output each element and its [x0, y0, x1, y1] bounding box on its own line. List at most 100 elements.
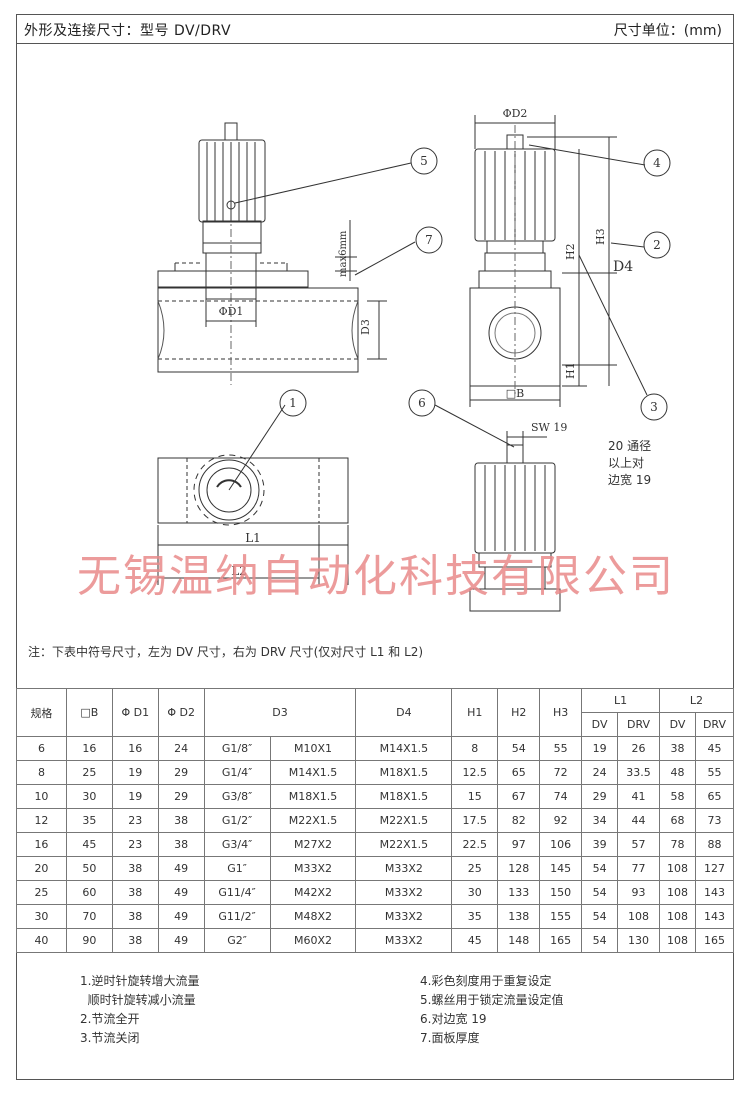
table-cell: 155 [539, 904, 583, 929]
top-body [157, 457, 349, 524]
dim-l2: L2 [231, 564, 247, 578]
dim-l1: L1 [245, 531, 261, 545]
table-cell: 65 [497, 760, 541, 785]
header-spec: 规格 [16, 688, 67, 737]
table-cell: 60 [65, 880, 113, 905]
callout-5-label: 5 [420, 154, 428, 168]
header-d3: D3 [203, 688, 357, 737]
table-cell: M33X2 [355, 928, 453, 953]
table-cell: 38 [111, 928, 159, 953]
unit-label: 尺寸单位：(mm) [613, 23, 722, 39]
table-cell: 45 [451, 928, 499, 953]
table-cell: G3/8″ [203, 784, 271, 809]
table-cell: G3/4″ [203, 832, 271, 857]
header-l2-dv: DV [659, 712, 696, 737]
legend-item: 4.彩色刻度用于重复设定 [420, 974, 552, 988]
table-cell: 148 [497, 928, 541, 953]
header-d2: Φ D2 [157, 688, 205, 737]
table-cell: 38 [659, 736, 696, 761]
header-b: □B [65, 688, 113, 737]
legend-item: 6.对边宽 19 [420, 1012, 487, 1026]
header-h3: H3 [539, 688, 583, 737]
table-cell: 29 [157, 784, 205, 809]
top-view [157, 389, 349, 585]
table-cell: 49 [157, 856, 205, 881]
lock-screw-icon [226, 200, 236, 210]
table-cell: M33X2 [269, 856, 357, 881]
table-cell: 128 [497, 856, 541, 881]
table-cell: 16 [16, 832, 67, 857]
page-title: 外形及连接尺寸：型号 DV/DRV [24, 23, 232, 39]
table-cell: 130 [617, 928, 660, 953]
table-cell: G1/4″ [203, 760, 271, 785]
table-cell: M33X2 [355, 904, 453, 929]
table-cell: 108 [659, 880, 696, 905]
dim-d2: ΦD2 [503, 107, 528, 120]
table-cell: 10 [16, 784, 67, 809]
table-cell: 55 [539, 736, 583, 761]
header-l2: L2 [659, 688, 734, 713]
table-cell: 38 [157, 832, 205, 857]
table-cell: 45 [65, 832, 113, 857]
table-cell: 6 [16, 736, 67, 761]
table-cell: G1/8″ [203, 736, 271, 761]
table-cell: 16 [65, 736, 113, 761]
table-cell: M22X1.5 [355, 832, 453, 857]
callout-6-label: 6 [418, 396, 426, 410]
table-cell: M14X1.5 [355, 736, 453, 761]
legend-item: 7.面板厚度 [420, 1031, 480, 1045]
callout-1 [279, 389, 307, 417]
table-cell: 90 [65, 928, 113, 953]
table-cell: G11/2″ [203, 904, 271, 929]
table-cell: 50 [65, 856, 113, 881]
legend-item: 2.节流全开 [80, 1012, 140, 1026]
callout-6 [408, 389, 436, 417]
table-cell: 54 [581, 904, 619, 929]
table-cell: 54 [497, 736, 541, 761]
table-cell: M60X2 [269, 928, 357, 953]
table-cell: 35 [65, 808, 113, 833]
table-cell: 72 [539, 760, 583, 785]
callout-4 [643, 149, 671, 177]
table-cell: 12 [16, 808, 67, 833]
table-cell: M22X1.5 [269, 808, 357, 833]
dim-h2: H2 [564, 243, 577, 260]
table-cell: 165 [694, 928, 735, 953]
table-cell: 17.5 [451, 808, 499, 833]
table-cell: 54 [581, 880, 619, 905]
table-cell: 38 [157, 808, 205, 833]
table-cell: 106 [539, 832, 583, 857]
dim-max6: max6mm [338, 230, 349, 277]
table-cell: 68 [659, 808, 696, 833]
table-cell: 29 [157, 760, 205, 785]
table-cell: 133 [497, 880, 541, 905]
table-cell: 127 [694, 856, 735, 881]
table-cell: 143 [694, 880, 735, 905]
table-cell: M27X2 [269, 832, 357, 857]
header-l2-drv: DRV [694, 712, 735, 737]
table-cell: 20 [16, 856, 67, 881]
callout-2-label: 2 [653, 238, 661, 252]
technical-drawing: 1 2 3 4 5 6 7 ΦD1 ΦD2 D3 D4 H1 H2 H3 □B … [157, 107, 671, 612]
table-cell: 41 [617, 784, 660, 809]
sw-view [408, 389, 561, 612]
table-cell: 24 [157, 736, 205, 761]
table-note: 注：下表中符号尺寸，左为 DV 尺寸，右为 DRV 尺寸(仅对尺寸 L1 和 L… [28, 645, 424, 659]
table-cell: M18X1.5 [269, 784, 357, 809]
table-cell: 12.5 [451, 760, 499, 785]
table-cell: 16 [111, 736, 159, 761]
legend-notes: 1.逆时针旋转增大流量 顺时针旋转减小流量 2.节流全开 3.节流关闭 4.彩色… [16, 958, 734, 1080]
table-cell: M33X2 [355, 880, 453, 905]
table-cell: 49 [157, 880, 205, 905]
table-cell: 108 [659, 904, 696, 929]
front-view [157, 122, 443, 385]
table-cell: 19 [581, 736, 619, 761]
header-l1-drv: DRV [617, 712, 660, 737]
table-cell: 82 [497, 808, 541, 833]
panel-plate [157, 270, 309, 288]
